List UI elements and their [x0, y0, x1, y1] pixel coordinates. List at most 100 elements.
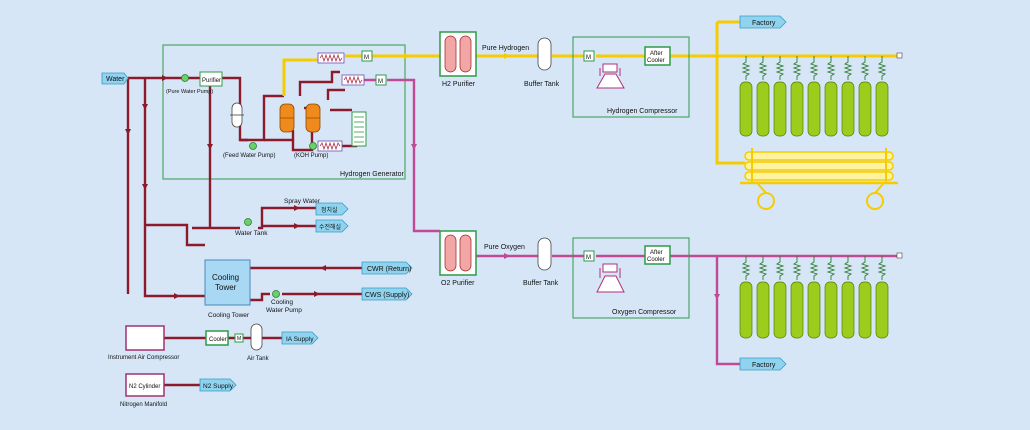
h2-cylinder: [773, 56, 787, 137]
svg-text:Cooler: Cooler: [647, 58, 665, 64]
spray-water-label: Spray Water: [284, 198, 321, 205]
electrolyzer-stack-1: [279, 103, 295, 133]
korean-tag-2: 수전해실: [315, 219, 349, 233]
air-valve-m[interactable]: M: [234, 333, 244, 343]
oxygen-compressor-label: Oxygen Compressor: [612, 309, 677, 316]
h2-cylinder: [807, 56, 821, 137]
water-tank-label: Water Tank: [235, 230, 268, 237]
svg-text:CWS (Supply): CWS (Supply): [365, 292, 409, 299]
h2-buffer-tank-label: Buffer Tank: [524, 81, 560, 88]
o2-purifier[interactable]: [439, 230, 477, 276]
oxygen-compressor-valve-m[interactable]: M: [583, 250, 595, 262]
svg-text:After: After: [650, 51, 663, 57]
tube-trailer: [740, 148, 898, 210]
oxygen-line-end-cap: [896, 252, 903, 259]
h2-cylinder: [858, 56, 872, 137]
o2-cylinder: [739, 256, 753, 339]
svg-text:After: After: [650, 250, 663, 256]
factory-bottom-tag: Factory: [739, 357, 787, 371]
water-inlet-tag: Water: [101, 72, 129, 85]
purifier-box: [199, 71, 223, 87]
feed-water-pump-label: (Feed Water Pump): [223, 153, 275, 159]
factory-top-label: Factory: [752, 20, 776, 27]
oxygen-valve-m[interactable]: M: [375, 74, 387, 86]
water-flow-arrows: [125, 75, 326, 299]
svg-text:정치실: 정치실: [321, 206, 338, 214]
koh-pump-label: (KOH Pump): [294, 153, 328, 159]
water-inlet-label: Water: [106, 76, 125, 83]
svg-text:수전해실: 수전해실: [319, 223, 341, 231]
h2-cylinder: [756, 56, 770, 137]
pure-water-pump-label: (Pure Water Pump): [166, 89, 213, 95]
svg-text:M: M: [237, 336, 241, 342]
cooler-box[interactable]: Cooler: [205, 330, 229, 346]
svg-text:Cooler: Cooler: [647, 257, 665, 263]
h2-cylinder: [790, 56, 804, 137]
pure-water-pump-icon: [181, 74, 189, 82]
o2-cylinder: [790, 256, 804, 339]
svg-text:M: M: [586, 55, 591, 61]
o2-cylinder: [807, 256, 821, 339]
hydrogen-valve-m[interactable]: M: [361, 50, 373, 62]
hydrogen-line-end-cap: [896, 52, 903, 59]
hydrogen-compressor-valve-m[interactable]: M: [583, 50, 595, 62]
oxygen-compressor-icon: [596, 263, 625, 293]
svg-text:M: M: [378, 79, 383, 85]
hydrogen-generator-label: Hydrogen Generator: [340, 171, 404, 178]
o2-cylinder: [756, 256, 770, 339]
o2-buffer-tank-label: Buffer Tank: [523, 280, 559, 287]
heat-exchanger-1: [317, 52, 345, 64]
o2-cylinder: [875, 256, 889, 339]
hydrogen-after-cooler[interactable]: After Cooler: [644, 46, 671, 66]
svg-text:IA Supply: IA Supply: [286, 336, 314, 343]
h2-purifier-label: H2 Purifier: [442, 81, 476, 88]
cws-supply-tag: CWS (Supply): [361, 287, 413, 301]
instrument-air-compressor-box[interactable]: [125, 325, 165, 351]
oxygen-cylinder-bank: [739, 256, 889, 339]
svg-text:M: M: [586, 255, 591, 261]
hydrogen-generator-enclosure: [162, 44, 406, 180]
cooling-tower-label: Cooling Tower: [208, 312, 250, 319]
o2-cylinder: [858, 256, 872, 339]
svg-text:N2 Cylinder: N2 Cylinder: [129, 384, 160, 390]
o2-purifier-label: O2 Purifier: [441, 280, 475, 287]
h2-cylinder: [875, 56, 889, 137]
cwr-return-tag: CWR (Return): [361, 261, 413, 275]
instrument-air-compressor-label: Instrument Air Compressor: [108, 355, 179, 361]
hydrogen-piping: [282, 20, 898, 165]
oxygen-after-cooler[interactable]: After Cooler: [644, 245, 671, 265]
cooling-water-pump-label-2: Water Pump: [266, 307, 302, 314]
h2-cylinder: [824, 56, 838, 137]
koh-pump-icon: [309, 142, 317, 150]
oxygen-compressor-enclosure: [572, 237, 690, 319]
hydrogen-compressor-enclosure: [572, 36, 690, 118]
feed-water-pump-icon: [249, 142, 257, 150]
cooling-tower-box[interactable]: Cooling Tower: [204, 259, 251, 306]
factory-top-tag: Factory: [739, 15, 787, 29]
heat-exchanger-3: [317, 140, 343, 152]
factory-bottom-label: Factory: [752, 362, 776, 369]
svg-text:Cooling: Cooling: [212, 273, 239, 282]
cooling-water-pump-icon: [272, 290, 280, 298]
purifier-label: Purifier: [202, 78, 221, 84]
pure-oxygen-label: Pure Oxygen: [484, 244, 525, 251]
water-tank-pump-icon: [244, 218, 252, 226]
hydrogen-flow-arrows: [404, 53, 510, 59]
h2-cylinder: [739, 56, 753, 137]
svg-text:N2 Supply: N2 Supply: [203, 383, 234, 390]
h2-purifier[interactable]: [439, 31, 477, 77]
o2-cylinder: [824, 256, 838, 339]
ia-supply-tag: IA Supply: [281, 331, 319, 345]
oxygen-flow-arrows: [411, 144, 720, 300]
hydrogen-compressor-icon: [596, 63, 625, 89]
air-tank-label: Air Tank: [247, 356, 270, 362]
heat-exchanger-2: [341, 74, 365, 86]
hydrogen-cylinder-bank: [739, 56, 889, 137]
air-tank-icon: [250, 323, 263, 351]
n2-cylinder-box[interactable]: N2 Cylinder: [125, 373, 165, 397]
oxygen-piping: [362, 78, 898, 366]
n2-supply-tag: N2 Supply: [199, 378, 237, 392]
korean-tag-1: 정치실: [315, 202, 349, 216]
electrolyzer-stack-2: [305, 103, 321, 133]
